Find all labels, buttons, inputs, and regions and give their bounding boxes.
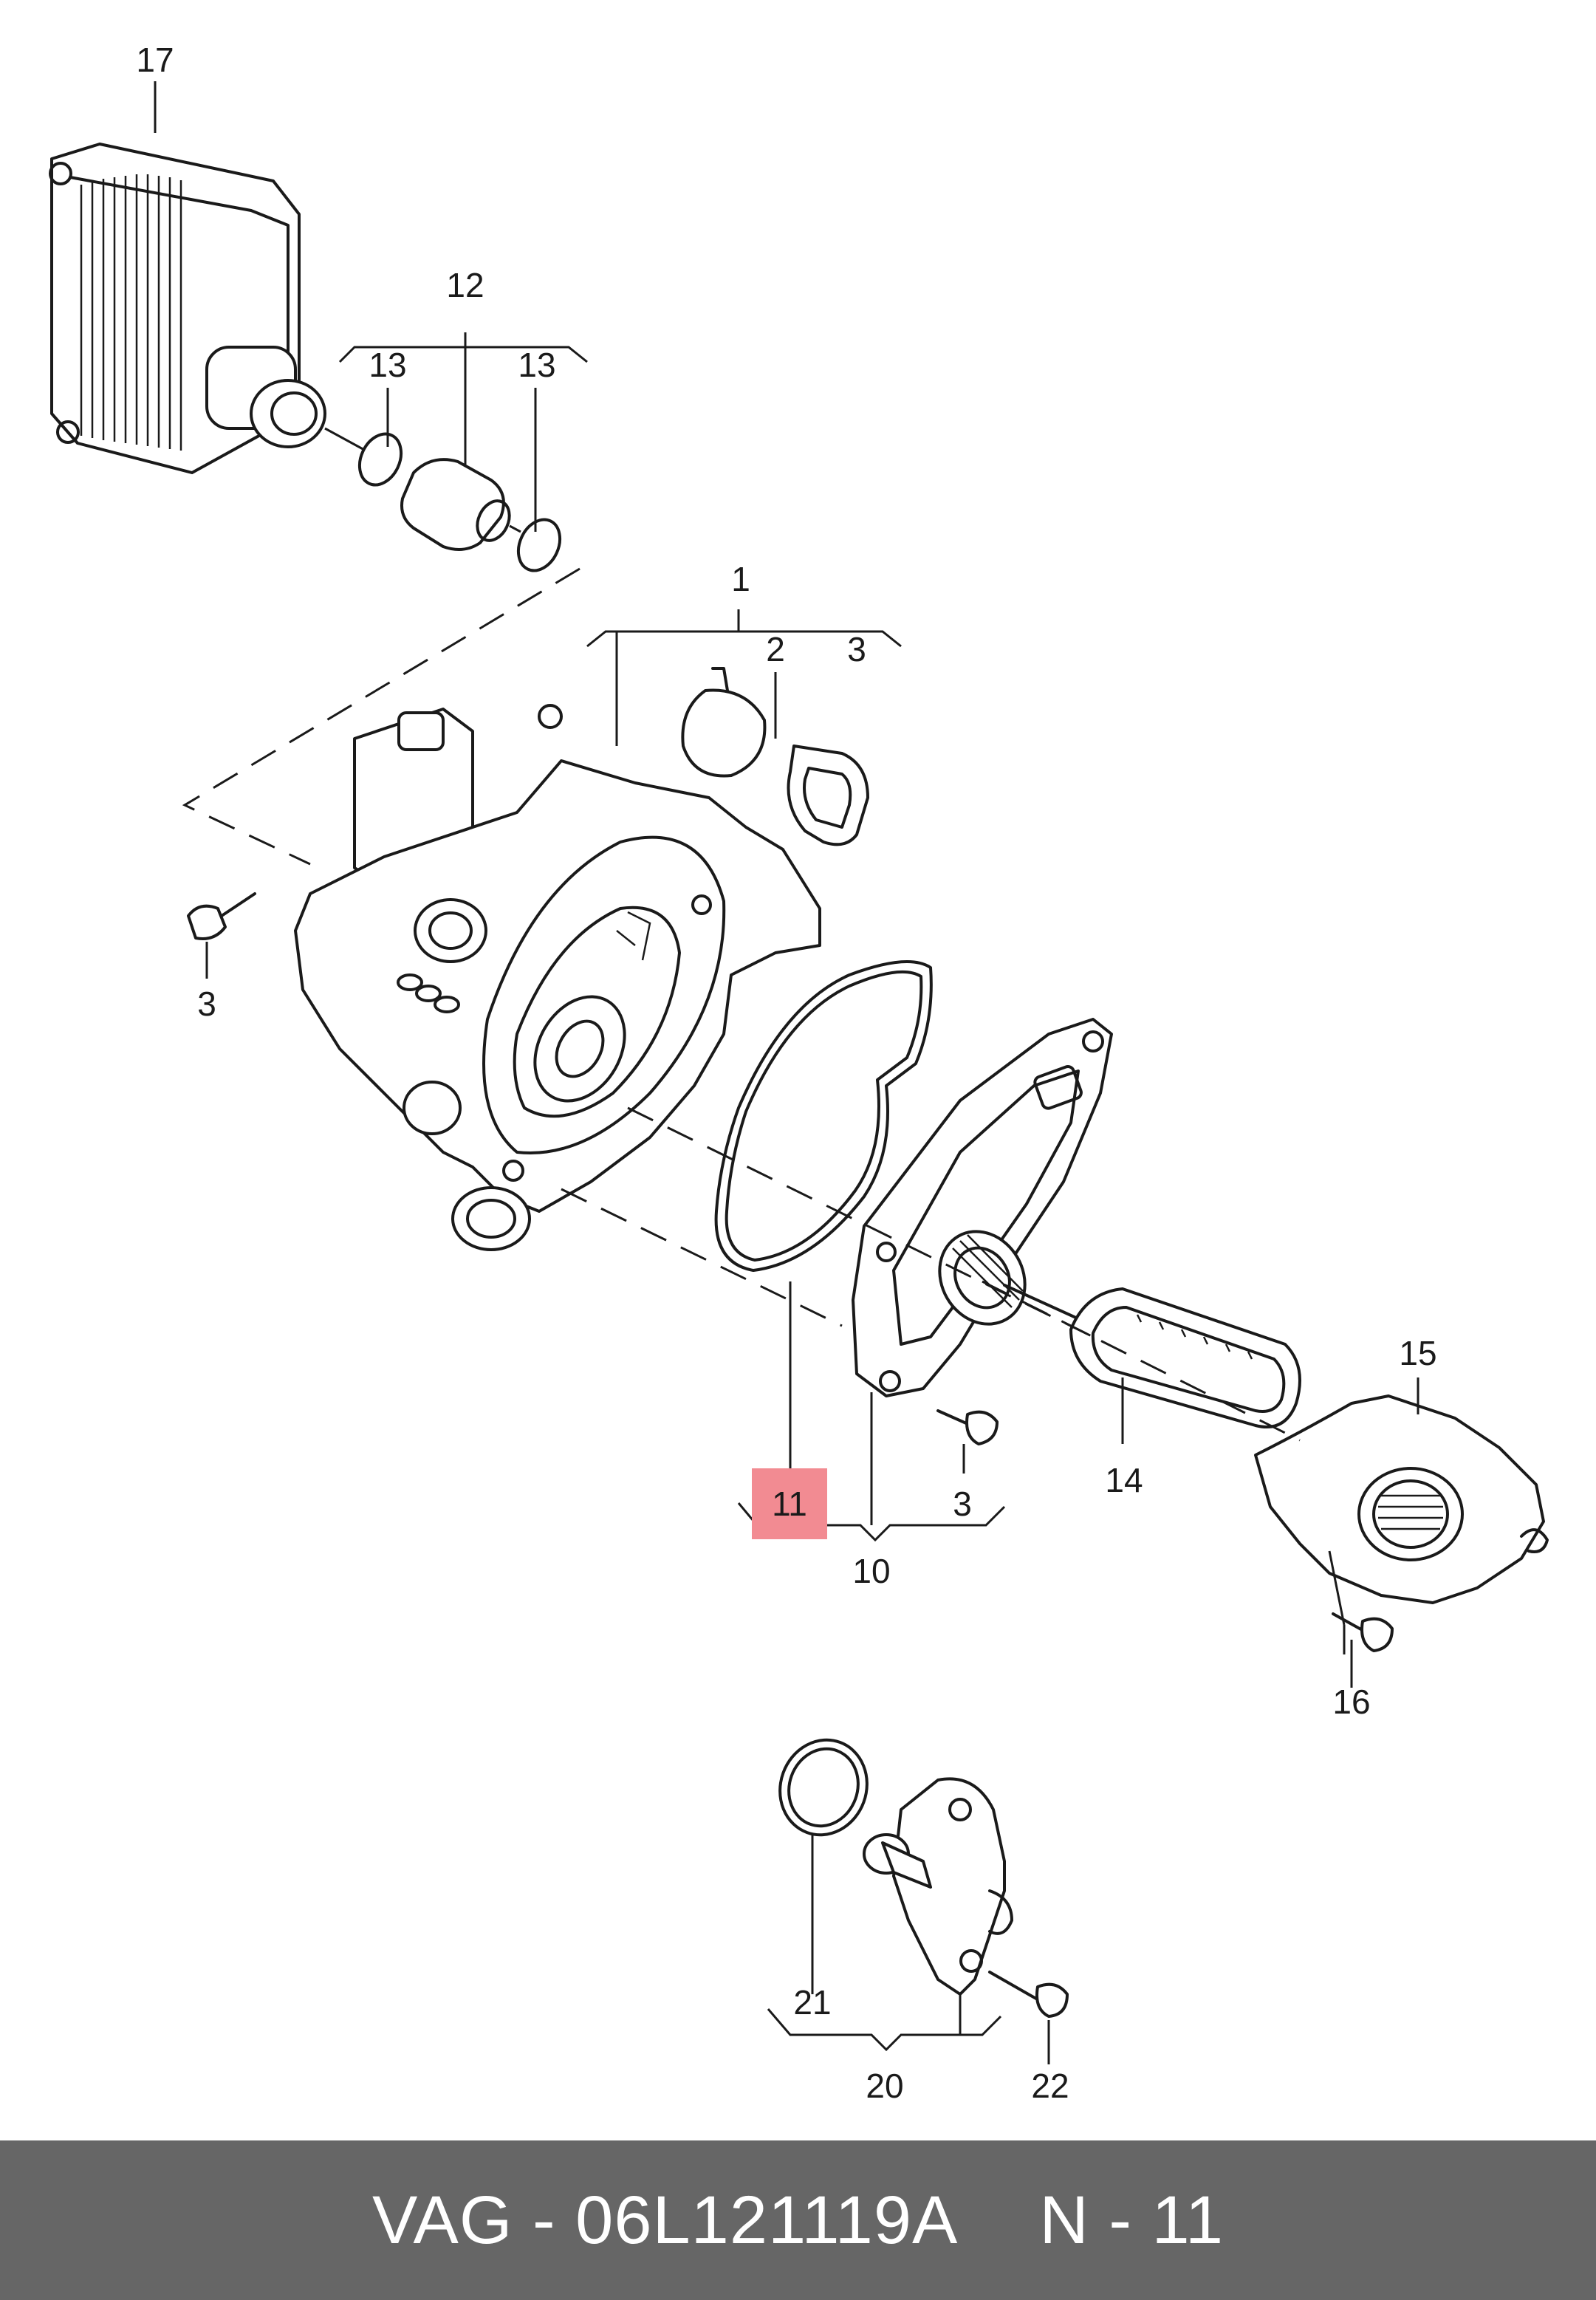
callout-labels: 17 12 13 13 1 2 3 3 11 3 10 14 15 16 21 … [136, 41, 1436, 2105]
connector-drawing [324, 427, 562, 572]
label-13-right: 13 [518, 346, 555, 384]
bolt-bottom-drawing [988, 1971, 1069, 2018]
label-1: 1 [731, 560, 750, 598]
oil-cooler-drawing [49, 143, 326, 474]
label-16: 16 [1332, 1683, 1370, 1721]
label-11: 11 [772, 1485, 807, 1523]
highlight-box [752, 1468, 827, 1539]
label-15: 15 [1399, 1334, 1436, 1372]
label-3-mid: 3 [953, 1485, 972, 1523]
parts-diagram: 17 12 13 13 1 2 3 3 11 3 10 14 15 16 21 … [49, 41, 1549, 2105]
label-2: 2 [766, 630, 785, 668]
bolt-left-drawing [187, 892, 256, 940]
label-21: 21 [793, 1983, 831, 2022]
label-20: 20 [866, 2067, 903, 2105]
part-number-text: VAG - 06L121119A [371, 2182, 959, 2258]
label-14: 14 [1105, 1461, 1143, 1499]
housing-drawing [294, 667, 869, 1251]
label-12: 12 [446, 266, 484, 304]
label-3-top: 3 [847, 630, 866, 668]
gasket-ring-drawing [714, 960, 933, 1272]
thermostat-housing-drawing [778, 1738, 1013, 1996]
label-10: 10 [852, 1552, 890, 1590]
pump-cover-drawing [852, 1018, 1113, 1397]
label-13-left: 13 [369, 346, 406, 384]
label-17: 17 [136, 41, 174, 79]
leader-lines [154, 81, 1419, 2064]
pulley-cover-drawing [1254, 1394, 1549, 1604]
drive-belt-drawing [1069, 1287, 1301, 1428]
diagram-position-text: N - 11 [1039, 2182, 1225, 2258]
dashed-guide-lines [182, 567, 1301, 1442]
bolt-right-drawing [1332, 1612, 1394, 1652]
part-number-footer: VAG - 06L121119A N - 11 [0, 2140, 1596, 2300]
bolt-mid-drawing [936, 1409, 999, 1445]
label-22: 22 [1031, 2067, 1069, 2105]
label-3-left: 3 [197, 985, 216, 1023]
